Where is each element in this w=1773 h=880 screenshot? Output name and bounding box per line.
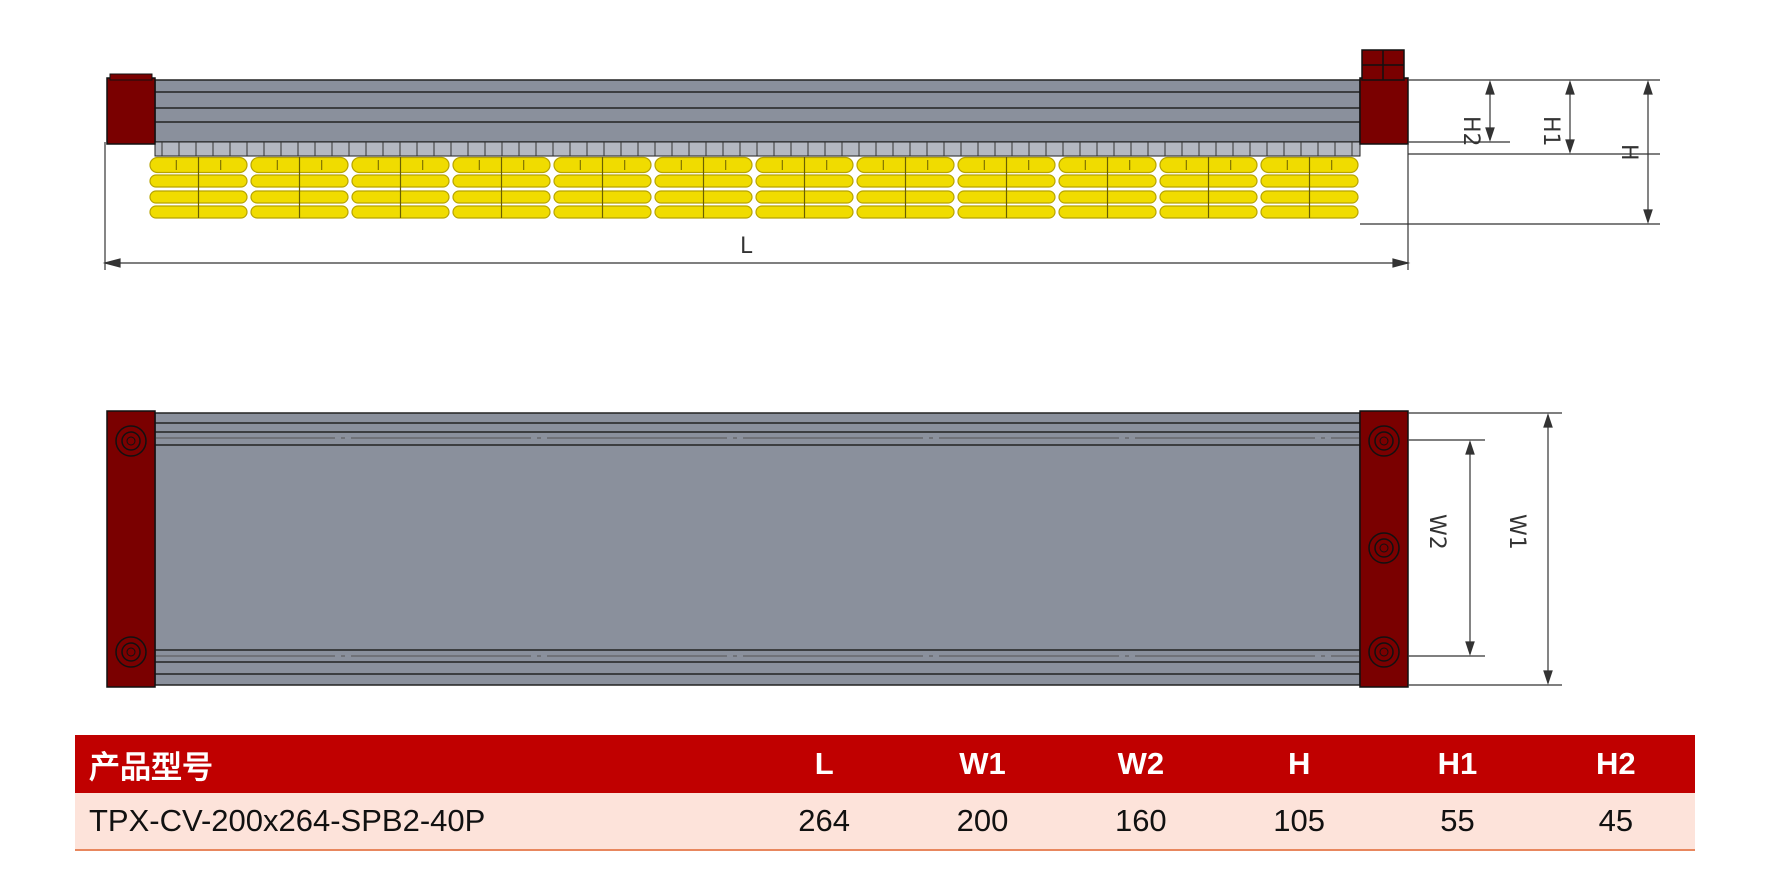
right-end-cap [1359, 77, 1409, 145]
suction-cup [452, 156, 551, 219]
side-view-dimensions [102, 79, 1660, 270]
suction-cup [553, 156, 652, 219]
header-H1: H1 [1378, 735, 1537, 793]
header-W1: W1 [903, 735, 1062, 793]
left-end-cap [106, 77, 156, 145]
suction-cup [1260, 156, 1359, 219]
suction-cup [351, 156, 450, 219]
suction-cup [755, 156, 854, 219]
technical-drawing: L H2 H1 H W2 W1 [102, 49, 1660, 688]
header-L: L [745, 735, 904, 793]
suction-cup [1058, 156, 1157, 219]
table-header-row: 产品型号 L W1 W2 H H1 H2 [75, 735, 1695, 793]
fitting-ticks [161, 142, 1353, 156]
top-view: W2 W1 [106, 410, 1562, 688]
cell-model: TPX-CV-200x264-SPB2-40P [75, 793, 745, 851]
cell-H: 105 [1219, 793, 1379, 851]
header-W2: W2 [1061, 735, 1220, 793]
cell-H2: 45 [1536, 793, 1695, 851]
header-H: H [1219, 735, 1379, 793]
dim-label-W2: W2 [1424, 514, 1449, 550]
bolt-hole [1368, 636, 1400, 668]
dim-label-L: L [740, 234, 753, 259]
dim-label-H2: H2 [1458, 116, 1483, 147]
spec-table: 产品型号 L W1 W2 H H1 H2 TPX-CV-200x264-SPB2… [75, 735, 1695, 851]
suction-cup [149, 156, 248, 219]
table-row: TPX-CV-200x264-SPB2-40P 264 200 160 105 … [75, 793, 1695, 851]
suction-cup [1159, 156, 1258, 219]
side-view: L H2 H1 H [102, 49, 1660, 270]
dim-label-H: H [1616, 144, 1641, 161]
suction-cup-row [149, 156, 1359, 219]
top-view-dimensions [1408, 412, 1562, 686]
left-end-cap-top [109, 73, 153, 81]
suction-cup [654, 156, 753, 219]
bolt-hole [1368, 425, 1400, 457]
header-H2: H2 [1536, 735, 1695, 793]
bolt-hole [1368, 532, 1400, 564]
suction-cup [856, 156, 955, 219]
cell-W1: 200 [903, 793, 1062, 851]
cell-H1: 55 [1378, 793, 1537, 851]
suction-cup [250, 156, 349, 219]
dim-label-W1: W1 [1504, 514, 1529, 550]
cell-W2: 160 [1061, 793, 1220, 851]
suction-cup [957, 156, 1056, 219]
cell-L: 264 [745, 793, 904, 851]
dim-label-H1: H1 [1538, 116, 1563, 147]
header-model: 产品型号 [75, 735, 745, 793]
bolt-hole [115, 636, 147, 668]
bolt-holes [115, 425, 1400, 668]
bolt-hole [115, 425, 147, 457]
top-plate [154, 412, 1361, 686]
side-rail-body [154, 79, 1361, 143]
